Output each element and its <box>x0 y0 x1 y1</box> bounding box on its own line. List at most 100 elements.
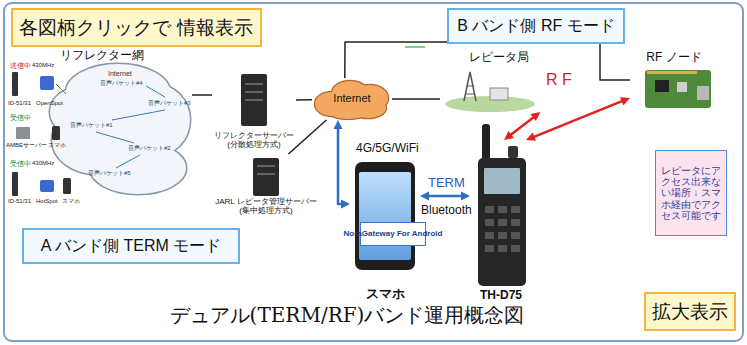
node-text: RF ノード <box>646 50 701 64</box>
connector <box>392 99 440 100</box>
packet-label: 音声パケット#4 <box>100 80 143 87</box>
packet-label: 音声パケット#2 <box>128 145 171 152</box>
arrowhead <box>504 131 514 140</box>
radio-display <box>484 168 520 194</box>
radio-transceiver: TH-D75 <box>470 140 532 302</box>
reflector-cloud-outline <box>50 64 190 194</box>
radio-knob <box>508 146 518 158</box>
usb-port <box>697 86 709 100</box>
jarl-server: JARL レピータ管理サーバー (集中処理方式) <box>210 154 322 216</box>
packet-line <box>96 132 134 143</box>
internet-cloud: Internet <box>312 78 392 120</box>
app-box: NoraGateway For Android <box>360 222 426 246</box>
status-label: 受信中 <box>10 114 31 122</box>
frequency-label: 430MHz <box>32 62 54 69</box>
device-label: AMBEサーバー <box>6 142 47 149</box>
phone-body <box>355 162 415 270</box>
rf-label: R F <box>546 70 572 89</box>
cloud-outline <box>315 81 388 119</box>
connector <box>526 97 630 141</box>
arrowhead <box>420 192 429 201</box>
node-text: B バンド側 RF モード <box>457 16 614 35</box>
ambe-server-icon <box>16 127 30 139</box>
device-label: スマホ <box>62 198 80 205</box>
pin-header <box>647 71 697 74</box>
chip <box>677 82 687 92</box>
connector-line <box>345 42 630 80</box>
caption: デュアル(TERM/RF)バンド運用概念図 <box>170 303 525 327</box>
info-button: 各図柄クリックで 情報表示 <box>11 8 262 47</box>
radio-body <box>478 158 526 286</box>
server-tower <box>253 158 279 196</box>
node-text: リフレクターサーバー (分散処理方式) <box>212 131 296 150</box>
reflector-network: リフレクター網 <box>12 48 192 218</box>
device-label: OpenSpot <box>36 100 63 107</box>
key <box>485 245 494 252</box>
node-text: Internet <box>333 92 370 105</box>
packet-line <box>116 155 140 168</box>
status-label: 受信中 <box>10 160 31 168</box>
key <box>485 219 494 226</box>
packet-label: 音声パケット#1 <box>70 122 113 129</box>
handy-radio-icon <box>12 172 18 196</box>
phone-icon <box>63 178 71 194</box>
node-text: レピータにアクセス出来ない場所 ↓ スマホ経由でアクセス可能です <box>660 165 722 222</box>
link-type-label: Bluetooth <box>421 203 472 217</box>
node-text: レピータ局 <box>469 50 529 64</box>
node-text: NoraGateway For Android <box>344 229 443 239</box>
server-slots <box>257 166 275 174</box>
arrowhead <box>341 200 350 209</box>
device-label: ID-51/31 <box>8 100 31 107</box>
arrowhead <box>334 120 343 129</box>
server-tower <box>241 74 267 126</box>
cloud-lobe <box>90 142 186 194</box>
connector-line <box>392 98 440 100</box>
connector <box>420 192 470 201</box>
key <box>498 206 507 213</box>
connector-line <box>338 126 344 204</box>
packet-label: 音声パケット#3 <box>148 100 191 107</box>
arrowhead <box>461 192 470 201</box>
packet-line <box>112 110 165 120</box>
node-text: スマホ <box>366 286 405 302</box>
connector-line <box>192 94 212 96</box>
packet-label: 音声パケット#5 <box>88 170 131 177</box>
reflector-cloud-fill <box>50 64 190 194</box>
node-text: リフレクター網 <box>60 48 144 62</box>
network-label: 4G/5G/WiFi <box>356 141 419 155</box>
smartphone: スマホNoraGateway For Android <box>350 158 420 302</box>
connector <box>288 120 326 154</box>
connector <box>192 94 212 95</box>
mode-box: B バンド側 RF モード <box>447 8 625 44</box>
device-label: HotSpot <box>36 198 58 205</box>
node-text: 拡大表示 <box>652 300 728 323</box>
repeater-tower <box>464 72 476 101</box>
radio-antenna <box>482 124 490 160</box>
connector <box>296 99 312 100</box>
packet-line <box>146 86 165 97</box>
key <box>511 232 520 239</box>
key <box>485 206 494 213</box>
device-label: ID-51/31 <box>8 198 31 205</box>
cloud-lobe <box>90 142 186 194</box>
repeater-building <box>490 88 508 100</box>
note-box: レピータにアクセス出来ない場所 ↓ スマホ経由でアクセス可能です <box>655 150 727 236</box>
connector-line <box>426 195 464 198</box>
connector-line <box>509 116 536 137</box>
node-text: A バンド側 TERM モード <box>41 236 221 255</box>
frequency-label: 430MHz <box>32 160 54 167</box>
tower-brace <box>465 86 475 94</box>
raspberry-pi-board <box>645 70 711 108</box>
key <box>498 245 507 252</box>
link-line <box>56 84 66 94</box>
connector <box>345 42 630 80</box>
key <box>498 232 507 239</box>
chip <box>655 80 669 92</box>
arrowhead <box>526 132 536 140</box>
arrowhead <box>620 97 630 105</box>
device-label: スマホ <box>48 142 66 149</box>
connector-line <box>288 120 326 154</box>
connector <box>334 120 351 209</box>
outer-frame <box>4 3 743 341</box>
